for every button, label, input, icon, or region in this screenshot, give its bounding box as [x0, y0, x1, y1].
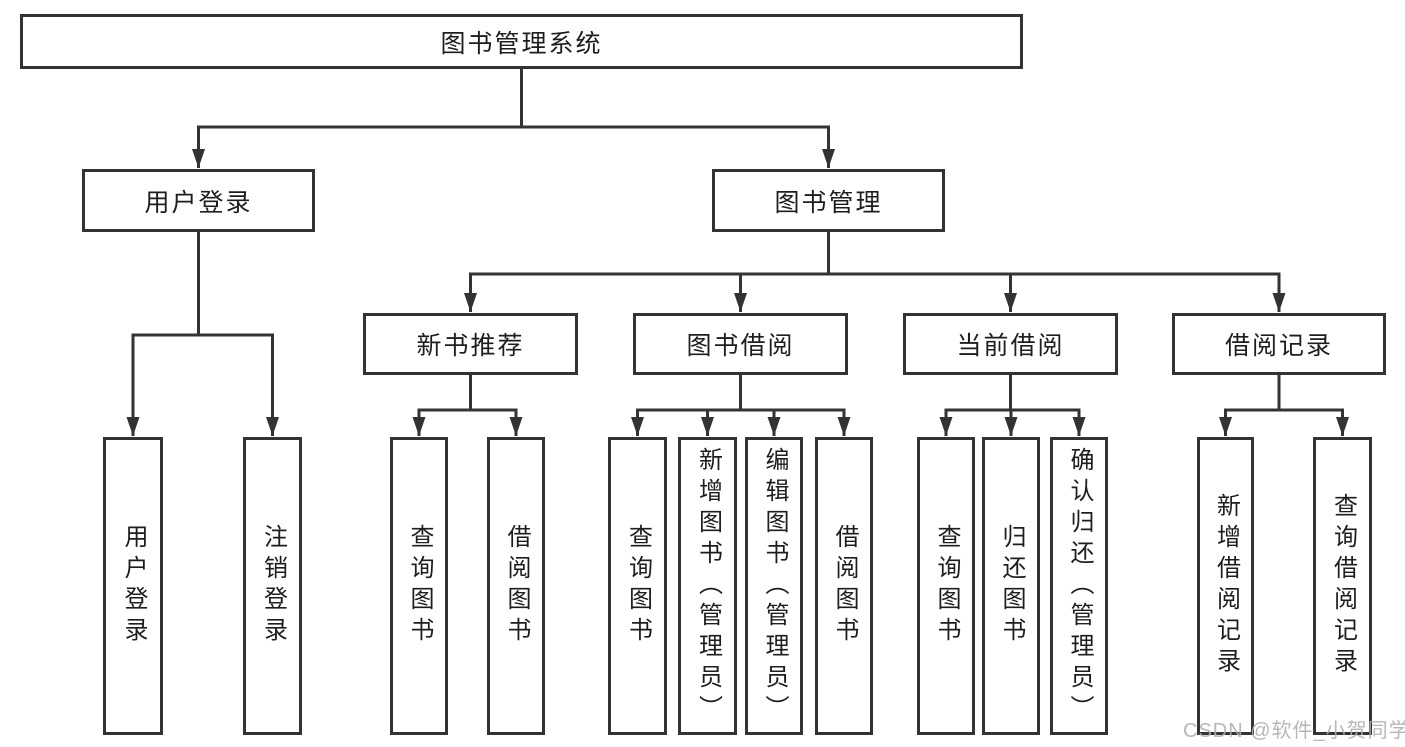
connector-borrowing-records-to-leaves — [1219, 375, 1349, 436]
connector-current-borrowing-to-leaves — [939, 375, 1086, 436]
node-user-login-label: 用户登录 — [144, 188, 253, 217]
connector-book-management-to-level3 — [464, 232, 1286, 312]
node-user-login: 用户登录 — [82, 169, 315, 232]
leaf-records-add-record: 新增借阅记录 — [1197, 437, 1254, 735]
leaf-records-query-record: 查询借阅记录 — [1313, 437, 1372, 735]
leaf-borrowing-edit-books-admin: 编辑图书（管理员） — [745, 437, 803, 735]
leaf-newbook-borrow-books-label: 借阅图书 — [503, 524, 530, 648]
leaf-borrowing-query-books-label: 查询图书 — [624, 524, 652, 648]
leaf-records-add-record-label: 新增借阅记录 — [1212, 493, 1240, 679]
node-current-borrowing: 当前借阅 — [903, 313, 1118, 375]
leaf-newbook-query-books-label: 查询图书 — [406, 524, 433, 648]
leaf-borrowing-add-books-admin-label: 新增图书（管理员） — [694, 446, 722, 726]
leaf-current-confirm-return-admin: 确认归还（管理员） — [1050, 437, 1108, 735]
leaf-borrowing-edit-books-admin-label: 编辑图书（管理员） — [761, 446, 788, 726]
node-borrowing-records-label: 借阅记录 — [1224, 332, 1333, 360]
leaf-user-login: 用户登录 — [103, 437, 163, 735]
node-book-borrowing-label: 图书借阅 — [686, 332, 795, 360]
leaf-current-return-books-label: 归还图书 — [998, 524, 1025, 648]
leaf-borrowing-add-books-admin: 新增图书（管理员） — [678, 437, 737, 735]
node-current-borrowing-label: 当前借阅 — [956, 332, 1065, 360]
leaf-logout-label: 注销登录 — [259, 524, 287, 648]
leaf-user-login-label: 用户登录 — [120, 524, 147, 648]
leaf-records-query-record-label: 查询借阅记录 — [1329, 493, 1357, 679]
node-borrowing-records: 借阅记录 — [1172, 313, 1386, 375]
node-root: 图书管理系统 — [20, 14, 1023, 69]
connector-book-borrowing-to-leaves — [631, 375, 851, 436]
node-book-borrowing: 图书借阅 — [633, 313, 848, 375]
node-new-book-recommendation: 新书推荐 — [363, 313, 578, 375]
leaf-borrowing-query-books: 查询图书 — [608, 437, 667, 735]
leaf-current-query-books: 查询图书 — [917, 437, 975, 735]
leaf-current-confirm-return-admin-label: 确认归还（管理员） — [1066, 446, 1093, 726]
connector-root-to-level2 — [192, 69, 835, 168]
leaf-borrowing-borrow-books-label: 借阅图书 — [831, 524, 858, 648]
csdn-watermark: CSDN @软件_小贺同学 — [1183, 720, 1405, 742]
node-new-book-recommendation-label: 新书推荐 — [416, 332, 525, 360]
node-book-management: 图书管理 — [712, 169, 945, 232]
leaf-current-return-books: 归还图书 — [982, 437, 1040, 735]
leaf-current-query-books-label: 查询图书 — [933, 524, 960, 648]
leaf-logout: 注销登录 — [243, 437, 302, 735]
leaf-newbook-borrow-books: 借阅图书 — [487, 437, 545, 735]
node-root-label: 图书管理系统 — [440, 29, 603, 58]
leaf-newbook-query-books: 查询图书 — [390, 437, 448, 735]
node-book-management-label: 图书管理 — [774, 188, 883, 217]
leaf-borrowing-borrow-books: 借阅图书 — [815, 437, 873, 735]
connector-user-login-to-leaves — [126, 232, 279, 436]
connector-new-book-to-leaves — [412, 375, 523, 436]
